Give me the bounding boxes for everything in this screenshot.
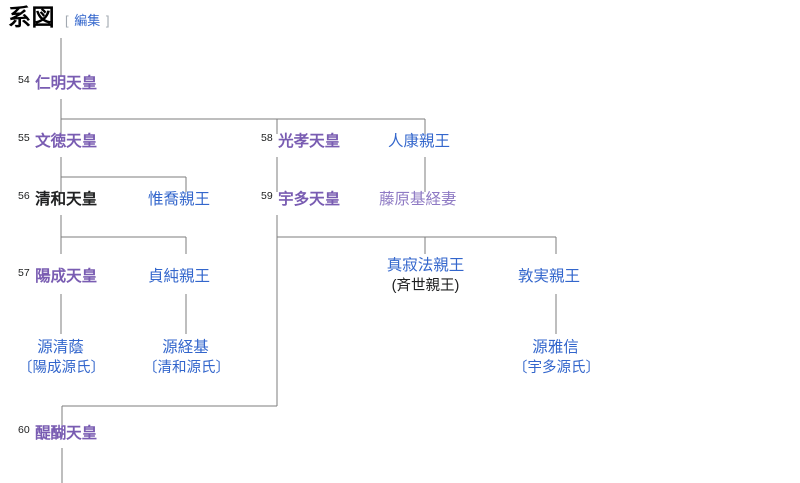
reign-number: 56: [18, 190, 30, 202]
tree-node-n60[interactable]: 60 醍醐天皇: [18, 423, 97, 444]
clan-link-seiwa-genji[interactable]: 〔清和源氏〕: [143, 360, 230, 377]
reign-number: 54: [18, 74, 30, 86]
tree-node-yasuyasu[interactable]: 人康親王: [388, 131, 450, 152]
person-link-minamoto-masanobu[interactable]: 源雅信: [532, 339, 579, 356]
page-title: 系図: [8, 4, 55, 30]
tree-node-n54[interactable]: 54 仁明天皇: [18, 73, 97, 94]
person-link-sadazumi[interactable]: 貞純親王: [148, 268, 211, 285]
edit-section-link[interactable]: 編集: [74, 13, 101, 28]
tree-node-masanobu[interactable]: 源雅信 〔宇多源氏〕: [513, 337, 600, 379]
reign-number: 60: [18, 424, 30, 436]
bracket-open: [: [65, 13, 69, 28]
edit-section-wrapper: [ 編集 ]: [65, 10, 110, 29]
person-link-atsumi[interactable]: 敦実親王: [518, 268, 581, 285]
tree-node-motot-wife[interactable]: 藤原基経妻: [379, 189, 457, 210]
reign-number: 57: [18, 267, 30, 279]
person-link-uda[interactable]: 宇多天皇: [278, 191, 341, 208]
tree-node-shinjaku[interactable]: 真寂法親王 (斉世親王): [383, 255, 468, 297]
person-link-minamoto-kiyokage[interactable]: 源清蔭: [37, 339, 84, 356]
tree-node-tsunemoto[interactable]: 源経基 〔清和源氏〕: [143, 337, 230, 379]
person-link-shinjaku[interactable]: 真寂法親王: [386, 257, 465, 274]
tree-node-n56: 56 清和天皇: [18, 189, 97, 210]
person-link-koretaka[interactable]: 惟喬親王: [148, 191, 211, 208]
tree-node-koretaka[interactable]: 惟喬親王: [148, 189, 210, 210]
clan-link-uda-genji[interactable]: 〔宇多源氏〕: [513, 360, 600, 377]
person-current-seiwa: 清和天皇: [35, 191, 98, 208]
tree-node-kiyokage[interactable]: 源清蔭 〔陽成源氏〕: [18, 337, 105, 379]
tree-node-n55[interactable]: 55 文徳天皇: [18, 131, 97, 152]
section-heading: 系図 [ 編集 ]: [8, 6, 110, 29]
tree-node-n59[interactable]: 59 宇多天皇: [261, 189, 340, 210]
person-link-yasuyasu[interactable]: 人康親王: [388, 133, 451, 150]
tree-node-n58[interactable]: 58 光孝天皇: [261, 131, 340, 152]
tree-node-n57[interactable]: 57 陽成天皇: [18, 266, 97, 287]
bracket-close: ]: [105, 13, 110, 28]
reign-number: 58: [261, 132, 273, 144]
tree-node-atsumi[interactable]: 敦実親王: [518, 266, 580, 287]
clan-link-yozei-genji[interactable]: 〔陽成源氏〕: [18, 360, 105, 377]
reign-number: 59: [261, 190, 273, 202]
person-link-koko[interactable]: 光孝天皇: [278, 133, 341, 150]
person-link-minamoto-tsunemoto[interactable]: 源経基: [162, 339, 209, 356]
person-link-montoku[interactable]: 文徳天皇: [35, 133, 98, 150]
person-link-daigo[interactable]: 醍醐天皇: [35, 425, 98, 442]
person-link-nimmyo[interactable]: 仁明天皇: [35, 75, 98, 92]
person-alt-name-saiyo: (斉世親王): [391, 278, 460, 295]
person-link-yozei[interactable]: 陽成天皇: [35, 268, 98, 285]
person-link-fujiwara-mototsune-wife[interactable]: 藤原基経妻: [379, 191, 457, 208]
tree-node-sadazumi[interactable]: 貞純親王: [148, 266, 210, 287]
reign-number: 55: [18, 132, 30, 144]
